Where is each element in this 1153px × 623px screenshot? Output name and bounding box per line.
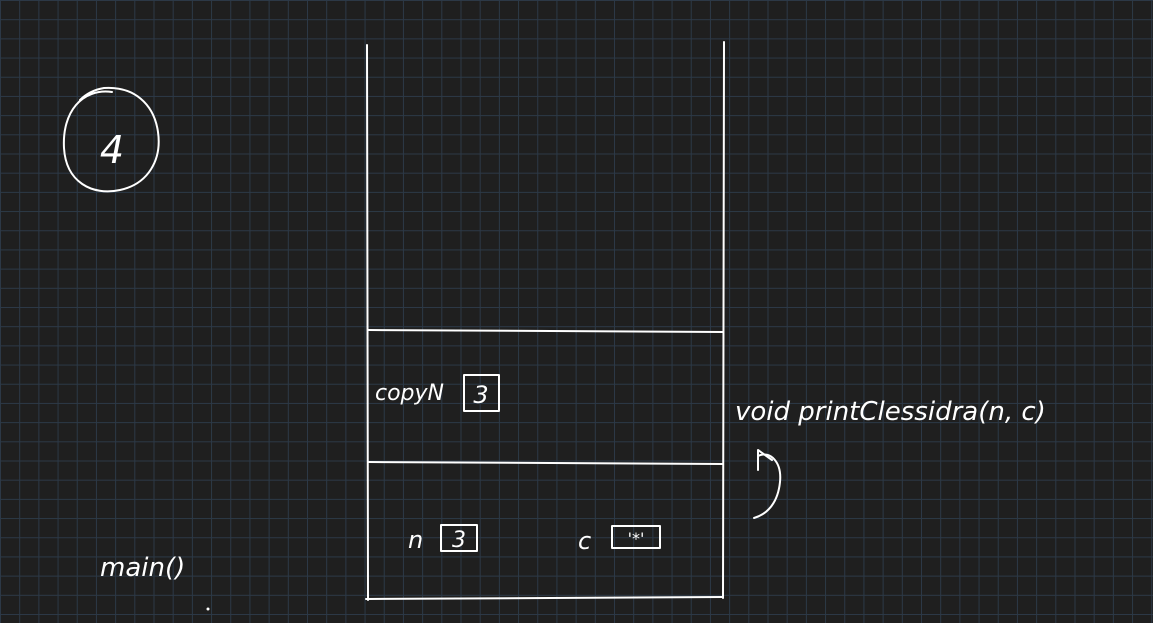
variable-value-c: '*' [628,529,645,548]
variable-box-n [440,524,478,552]
stack-frame-printclessidra: copyN 3 [375,374,500,412]
stack-bottom [365,596,724,600]
call-arrow-curve [753,453,782,519]
stack-frame-main: n 3 c '*' [408,524,661,555]
step-number: 4 [100,128,124,172]
variable-name-copyn: copyN [375,381,444,406]
frame-label-printclessidra: void printClessidra(n, c) [735,397,1046,427]
variable-box-copyn [463,374,500,412]
call-arrow-icon [753,449,782,519]
stray-dot [206,607,210,611]
frame-divider-top [367,329,724,333]
call-arrow-head [757,449,773,471]
variable-value-copyn: 3 [473,381,488,409]
frame-divider-middle [367,461,724,465]
variable-value-n: 3 [452,528,466,553]
variable-name-n: n [408,526,423,554]
stack-outline [365,41,725,601]
stack-right-wall [722,41,725,599]
step-badge: 4 [62,86,160,193]
stack-left-wall [366,44,369,601]
variable-name-c: c [578,527,591,555]
frame-label-main: main() [100,553,185,583]
variable-box-c [611,525,661,549]
step-circle [62,86,160,193]
